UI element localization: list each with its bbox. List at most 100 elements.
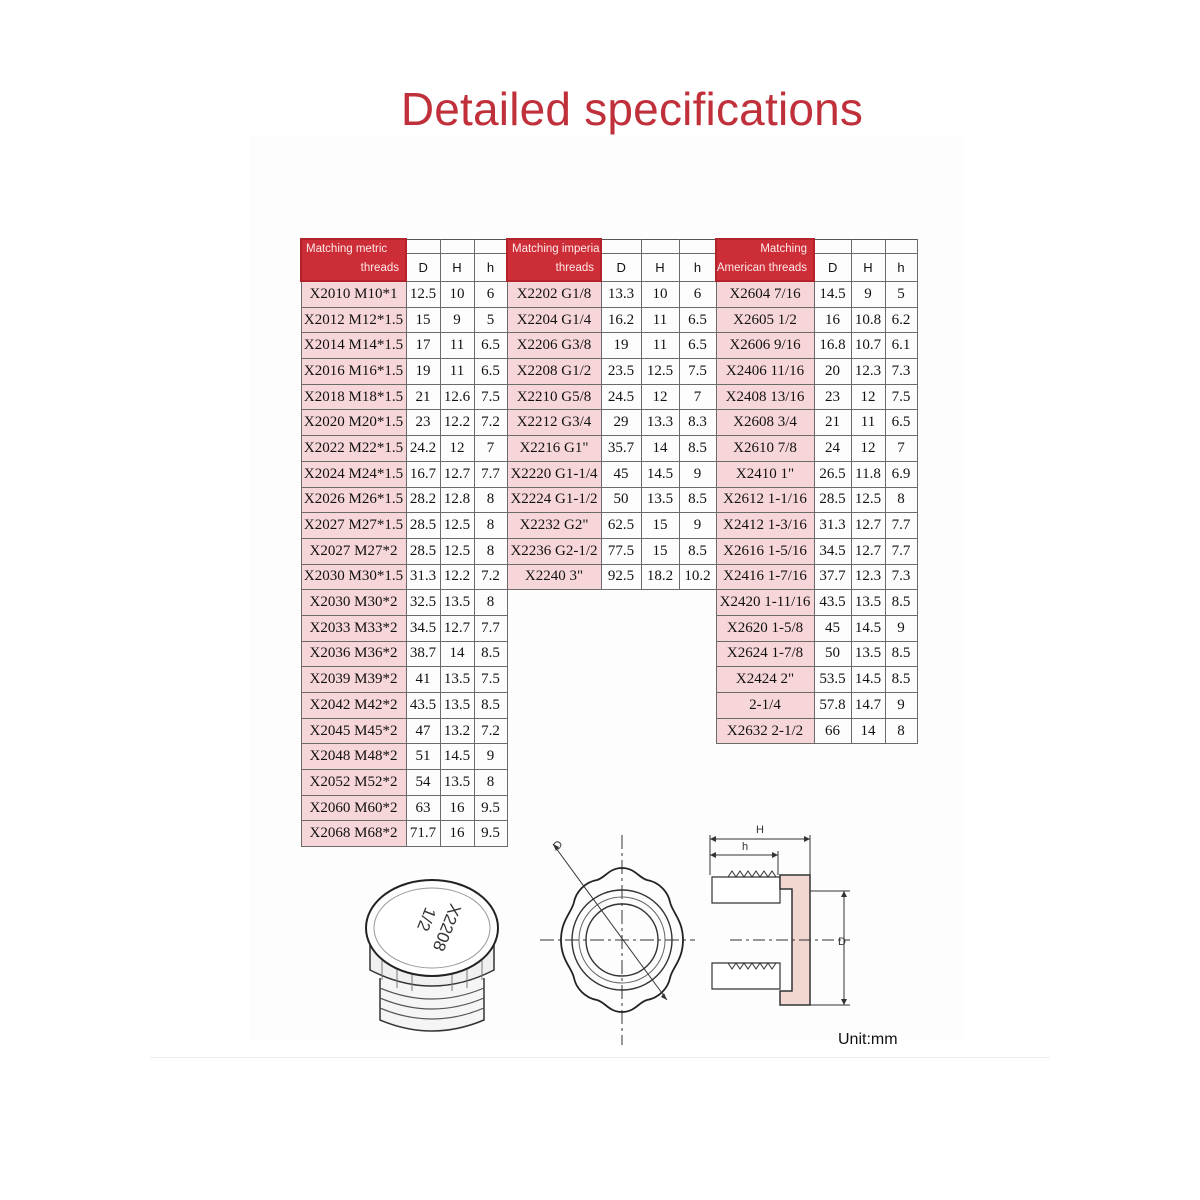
H-value-cell: 12.2 <box>439 409 475 437</box>
d-value-cell: 63 <box>405 794 441 822</box>
h-value-cell: 8 <box>884 717 918 745</box>
d-value-cell: 57.8 <box>813 692 852 719</box>
model-cell: X2020 M20*1.5 <box>300 409 407 437</box>
H-value-cell: 13.5 <box>640 486 680 514</box>
H-value-cell: 14.7 <box>850 692 886 719</box>
model-cell: X2216 G1" <box>506 435 602 462</box>
side-section-drawing: H h D <box>709 824 850 1006</box>
banner-line2: threads <box>555 262 594 274</box>
d-value-cell: 12.5 <box>405 280 441 308</box>
diameter-label: D <box>551 838 565 852</box>
model-cell: X2048 M48*2 <box>300 743 407 771</box>
model-cell: X2039 M39*2 <box>300 666 407 693</box>
dimension-header-h-upper: H <box>439 252 475 282</box>
H-value-cell: 10 <box>640 280 680 308</box>
model-cell: X2406 11/16 <box>715 358 815 385</box>
h-value-cell: 7.2 <box>473 717 508 745</box>
h-value-cell: 7 <box>678 383 717 411</box>
h-value-cell: 6.5 <box>473 358 508 385</box>
H-value-cell: 13.5 <box>850 589 886 616</box>
d-value-cell: 35.7 <box>600 435 642 462</box>
table-header-row: Matching imperial threads <box>506 238 717 282</box>
diameter-side-label: D <box>838 936 846 948</box>
model-cell: X2424 2" <box>715 666 815 693</box>
d-value-cell: 23 <box>405 409 441 437</box>
h-value-cell: 5 <box>473 306 508 334</box>
h-value-cell: 6.9 <box>884 460 918 488</box>
h-value-cell: 10.2 <box>678 563 717 591</box>
H-value-cell: 11 <box>439 358 475 385</box>
H-value-cell: 14.5 <box>850 666 886 693</box>
model-cell: X2030 M30*2 <box>300 589 407 616</box>
h-value-cell: 7.2 <box>473 563 508 591</box>
model-cell: X2045 M45*2 <box>300 717 407 745</box>
d-value-cell: 15 <box>405 306 441 334</box>
h-value-cell: 9 <box>473 743 508 771</box>
h-value-cell: 8.5 <box>473 692 508 719</box>
banner-line1: Matching imperial <box>512 243 601 255</box>
h-value-cell: 7.7 <box>884 512 918 539</box>
h-value-cell: 9.5 <box>473 820 508 848</box>
d-value-cell: 14.5 <box>813 280 852 308</box>
d-value-cell: 50 <box>813 640 852 668</box>
H-value-cell: 13.5 <box>439 692 475 719</box>
model-cell: X2605 1/2 <box>715 306 815 334</box>
d-value-cell: 77.5 <box>600 537 642 565</box>
H-value-cell: 12.3 <box>850 563 886 591</box>
d-value-cell: 38.7 <box>405 640 441 668</box>
page-title: Detailed specifications <box>400 83 864 135</box>
d-value-cell: 66 <box>813 717 852 745</box>
d-value-cell: 23.5 <box>600 358 642 385</box>
H-value-cell: 12.3 <box>850 358 886 385</box>
d-value-cell: 31.3 <box>813 512 852 539</box>
d-value-cell: 34.5 <box>813 537 852 565</box>
model-cell: X2420 1-11/16 <box>715 589 815 616</box>
model-cell: 2-1/4 <box>715 692 815 719</box>
model-cell: X2620 1-5/8 <box>715 614 815 642</box>
header-blank-cell <box>850 238 886 254</box>
h-value-cell: 9 <box>884 692 918 719</box>
H-value-cell: 12.5 <box>640 358 680 385</box>
model-cell: X2206 G3/8 <box>506 332 602 360</box>
header-blank-cell <box>439 238 475 254</box>
model-cell: X2052 M52*2 <box>300 769 407 796</box>
H-value-cell: 13.2 <box>439 717 475 745</box>
model-cell: X2012 M12*1.5 <box>300 306 407 334</box>
H-value-cell: 12.7 <box>439 460 475 488</box>
d-value-cell: 54 <box>405 769 441 796</box>
H-value-cell: 14 <box>439 640 475 668</box>
banner-line2: American threads <box>716 262 807 274</box>
header-blank-cell <box>813 238 852 254</box>
h-value-cell: 7.3 <box>884 563 918 591</box>
model-cell: X2010 M10*1 <box>300 280 407 308</box>
H-value-cell: 12.2 <box>439 563 475 591</box>
H-value-cell: 13.5 <box>850 640 886 668</box>
model-cell: X2027 M27*2 <box>300 537 407 565</box>
h-value-cell: 7.5 <box>473 666 508 693</box>
banner-line1: Matching <box>760 243 807 255</box>
H-value-cell: 11.8 <box>850 460 886 488</box>
